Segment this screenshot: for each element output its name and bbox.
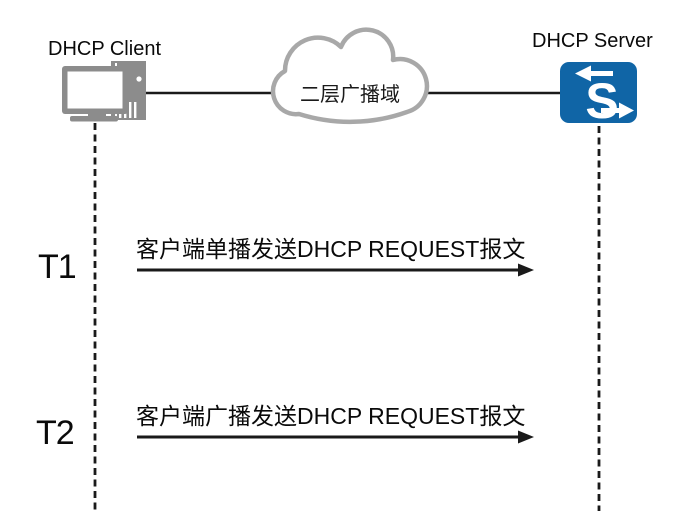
t1-message-label: 客户端单播发送DHCP REQUEST报文 <box>136 236 526 262</box>
switch-left-arrow-icon <box>575 65 613 82</box>
client-label: DHCP Client <box>48 38 161 60</box>
t2-message-arrow <box>137 430 534 444</box>
t1-message-arrow <box>137 263 534 277</box>
server-label: DHCP Server <box>532 30 653 52</box>
t2-time-label: T2 <box>36 414 75 452</box>
t2-message-label: 客户端广播发送DHCP REQUEST报文 <box>136 403 526 429</box>
switch-icon: S <box>560 62 637 129</box>
switch-right-arrow-icon <box>601 102 634 119</box>
computer-icon <box>62 61 146 122</box>
t1-time-label: T1 <box>38 248 77 286</box>
switch-icon-letter: S <box>585 73 618 129</box>
broadcast-domain-label: 二层广播域 <box>300 84 400 106</box>
switch-icon-body <box>560 62 637 123</box>
broadcast-domain-cloud-shape <box>270 27 430 125</box>
